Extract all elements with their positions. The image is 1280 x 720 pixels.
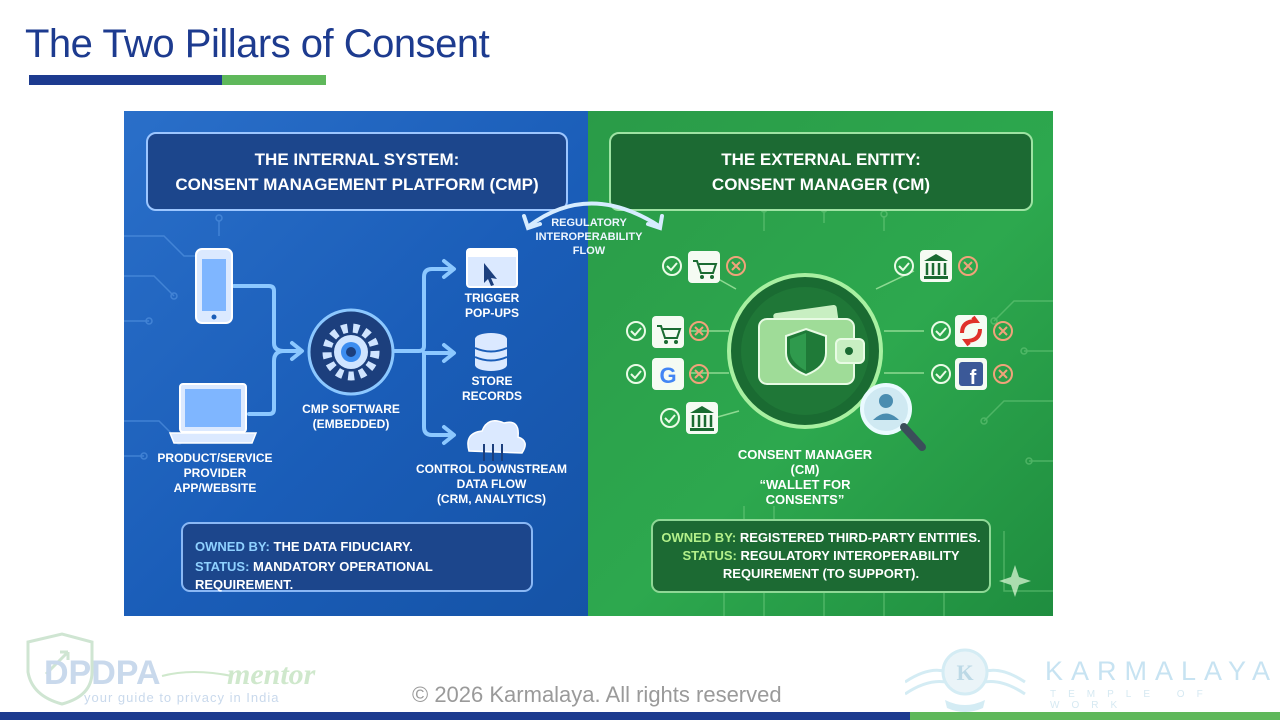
service-tile-cart-top [662, 251, 746, 283]
mentor-logo-word: mentor [227, 658, 316, 691]
external-entity-header-line1: THE EXTERNAL ENTITY: [721, 149, 921, 169]
control-downstream-label-line2: DATA FLOW [456, 477, 527, 491]
slide-title: The Two Pillars of Consent [25, 22, 490, 66]
device-label-line2: PROVIDER [183, 466, 247, 480]
service-tile-bank-top [894, 250, 978, 282]
popup-window-icon [466, 248, 518, 288]
device-label-line1: PRODUCT/SERVICE [157, 451, 273, 465]
internal-status-key: STATUS: [195, 559, 250, 574]
regulatory-flow-label-line3: FLOW [572, 245, 606, 257]
copyright-text: © 2026 Karmalaya. All rights reserved [412, 682, 782, 707]
service-tile-sync [931, 315, 1013, 347]
external-status-value-line1: REGULATORY INTEROPERABILITY [740, 548, 960, 563]
cmp-software-label-line1: CMP SOFTWARE [302, 402, 400, 416]
wallet-label: CONSENT MANAGER (CM) “WALLET FOR CONSENT… [724, 447, 886, 507]
device-label: PRODUCT/SERVICE PROVIDER APP/WEBSITE [150, 451, 280, 496]
wallet-label-line2: “WALLET FOR CONSENTS” [759, 477, 851, 507]
regulatory-flow-label-line2: INTEROPERABILITY [535, 231, 643, 243]
smartphone-icon [195, 248, 233, 324]
dpdpa-logo-word: DPDPA [44, 654, 161, 692]
external-status-key: STATUS: [682, 548, 737, 563]
karmalaya-tagline: TEMPLE OF WORK [1050, 689, 1215, 711]
footer-bar-green [910, 712, 1280, 720]
laptop-icon [168, 383, 258, 444]
magnifier-person-icon [860, 383, 926, 451]
external-ownership-box: OWNED BY: REGISTERED THIRD-PARTY ENTITIE… [651, 519, 991, 593]
service-tile-cart-mid [626, 316, 709, 348]
title-underline-green [222, 75, 326, 85]
external-owned-key: OWNED BY: [661, 530, 737, 545]
store-records-label-line2: RECORDS [461, 389, 522, 403]
two-pillars-diagram: THE INTERNAL SYSTEM: CONSENT MANAGEMENT … [124, 111, 1053, 616]
control-downstream-label-line1: CONTROL DOWNSTREAM [415, 462, 568, 476]
trigger-popups-label: TRIGGER POP-UPS [442, 291, 542, 321]
control-downstream-label-line3: (CRM, ANALYTICS) [436, 492, 547, 506]
internal-system-header-line1: THE INTERNAL SYSTEM: [254, 149, 460, 169]
store-records-label-line1: STORE [471, 374, 513, 388]
cmp-gear-icon [307, 308, 395, 396]
karmalaya-logo: K [905, 648, 1026, 712]
database-icon [474, 333, 508, 371]
diagram-icons: G f [168, 201, 1031, 597]
service-tile-facebook: f [931, 358, 1013, 390]
cmp-software-label-line2: (EMBEDDED) [312, 417, 390, 431]
internal-system-header: THE INTERNAL SYSTEM: CONSENT MANAGEMENT … [146, 132, 568, 211]
karmalaya-wordmark: KARMALAYA [1045, 656, 1279, 686]
external-status-value-line2: REQUIREMENT (TO SUPPORT). [722, 566, 920, 581]
internal-ownership-box: OWNED BY: THE DATA FIDUCIARY. STATUS: MA… [181, 522, 533, 592]
wallet-label-line1: CONSENT MANAGER (CM) [737, 447, 873, 477]
external-owned-value: REGISTERED THIRD-PARTY ENTITIES. [739, 530, 981, 545]
regulatory-flow-label-line1: REGULATORY [551, 217, 627, 229]
trigger-popups-label-line2: POP-UPS [464, 306, 519, 320]
store-records-label: STORE RECORDS [442, 374, 542, 404]
internal-status-value: MANDATORY OPERATIONAL REQUIREMENT. [195, 559, 433, 592]
title-underline-blue [29, 75, 222, 85]
flow-arrows [232, 259, 456, 445]
consent-wallet-icon [727, 273, 883, 429]
internal-owned-value: THE DATA FIDUCIARY. [273, 539, 413, 554]
sparkle-icon [999, 565, 1031, 597]
svg-text:f: f [970, 367, 977, 389]
dpdpa-mentor-logo: DPDPA mentor your guide to privacy in In… [26, 632, 316, 706]
internal-owned-key: OWNED BY: [195, 539, 270, 554]
cloud-icon [467, 420, 526, 461]
footer-bar-blue [0, 712, 910, 720]
svg-text:K: K [956, 660, 973, 685]
service-tile-bank-bottom [660, 402, 718, 434]
regulatory-flow-arrow [522, 201, 664, 231]
dpdpa-logo-tagline: your guide to privacy in India [84, 690, 279, 705]
device-label-line3: APP/WEBSITE [173, 481, 257, 495]
external-entity-header-line2: CONSENT MANAGER (CM) [711, 174, 931, 194]
regulatory-flow-label: REGULATORY INTEROPERABILITY FLOW [529, 216, 649, 258]
trigger-popups-label-line1: TRIGGER [464, 291, 520, 305]
cmp-software-label: CMP SOFTWARE (EMBEDDED) [291, 402, 411, 432]
control-downstream-label: CONTROL DOWNSTREAM DATA FLOW (CRM, ANALY… [409, 462, 574, 507]
internal-system-header-line2: CONSENT MANAGEMENT PLATFORM (CMP) [175, 174, 539, 194]
external-entity-header: THE EXTERNAL ENTITY: CONSENT MANAGER (CM… [609, 132, 1033, 211]
service-tile-google: G [626, 358, 709, 390]
svg-text:G: G [659, 363, 676, 388]
